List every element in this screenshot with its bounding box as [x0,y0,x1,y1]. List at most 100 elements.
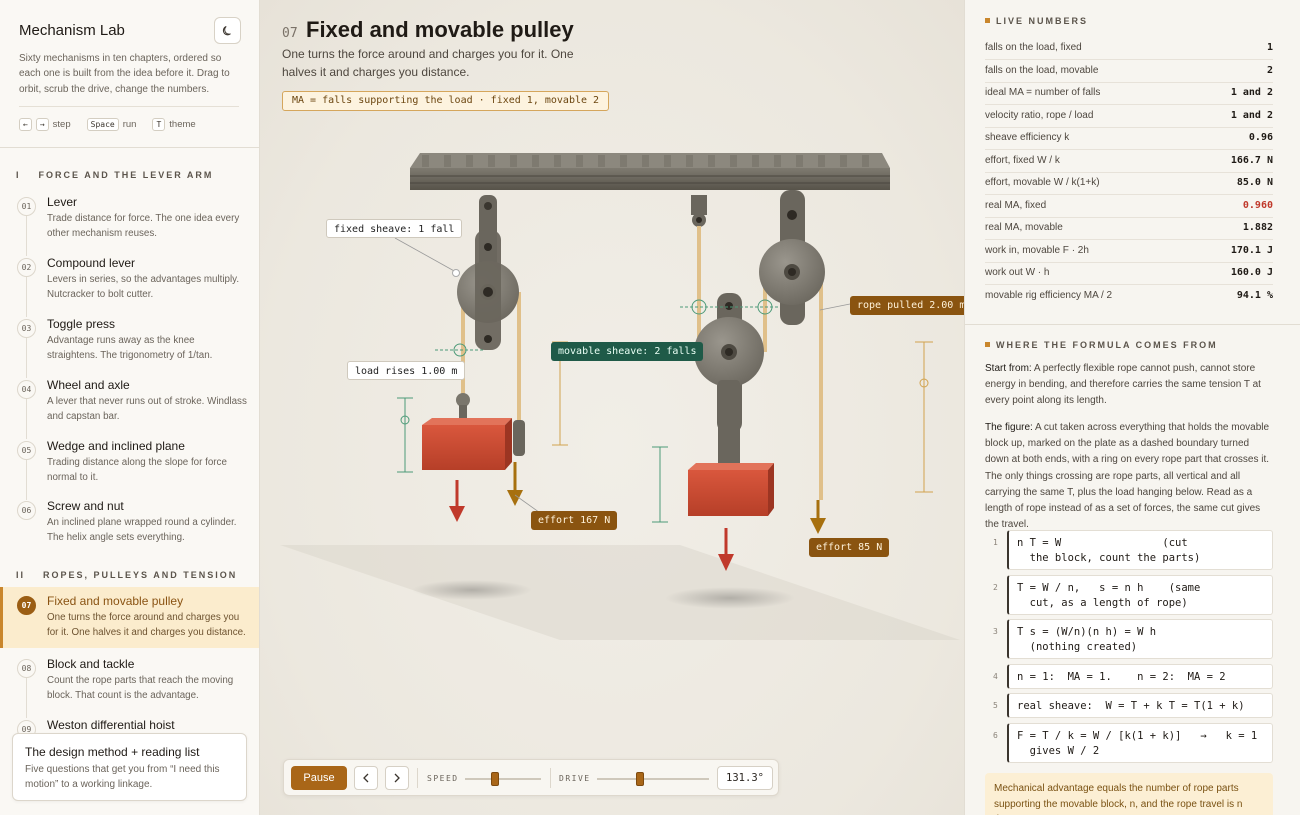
item-title: Block and tackle [47,657,135,671]
pause-button[interactable]: Pause [291,766,347,790]
formula-chip: MA = falls supporting the load · fixed 1… [282,91,610,111]
item-title: Screw and nut [47,499,124,513]
prev-button[interactable] [354,766,378,790]
item-desc: Count the rope parts that reach the movi… [47,675,234,701]
live-row: effort, movable W / k(1+k)85.0 N [985,172,1273,195]
rope-pulled-label: rope pulled 2.00 m [850,296,964,315]
chevron-left-icon [363,773,369,783]
item-desc: Trading distance along the slope for for… [47,457,227,483]
formula-heading: WHERE THE FORMULA COMES FROM [985,340,1218,350]
live-numbers-heading: LIVE NUMBERS [985,16,1088,26]
speed-label: SPEED [427,774,459,783]
page-title: Fixed and movable pulley [306,17,574,42]
load-shadow [412,580,532,600]
movable-pulley-rig [514,190,933,571]
mechanism-number: 07 [282,26,298,41]
theme-hint-label: theme [169,119,196,130]
item-number: 05 [17,441,36,460]
item-title: Weston differential hoist [47,718,175,732]
item-desc: Advantage runs away as the knee straight… [47,335,213,361]
item-number: 01 [17,197,36,216]
app-title: Mechanism Lab [19,22,125,39]
divider [19,106,239,107]
drive-slider-handle[interactable] [636,772,644,786]
item-title: Wedge and inclined plane [47,439,185,453]
item-desc: Levers in series, so the advantages mult… [47,274,240,300]
chapter-title: ROPES, PULLEYS AND TENSION [43,570,238,580]
item-desc: An inclined plane wrapped round a cylind… [47,517,237,543]
space-key: Space [86,118,119,131]
right-arrow-key: → [35,118,49,131]
effort-movable-label: effort 85 N [809,538,890,557]
chevron-right-icon [394,773,400,783]
item-number: 07 [17,596,36,615]
reading-list-card[interactable]: The design method + reading list Five qu… [12,733,247,801]
item-title: Wheel and axle [47,378,130,392]
chapter-title: FORCE AND THE LEVER ARM [38,170,214,180]
pulley-scene[interactable] [260,0,964,815]
playback-controls: Pause SPEED DRIVE 131.3° [283,759,779,796]
step-hint-label: step [52,119,71,130]
t-key: T [152,118,166,131]
item-desc: Trade distance for force. The one idea e… [47,213,240,239]
item-number: 03 [17,319,36,338]
speed-slider[interactable] [465,772,541,786]
reading-title: The design method + reading list [25,745,200,759]
drive-slider[interactable] [597,772,709,786]
item-desc: A lever that never runs out of stroke. W… [47,396,247,422]
ceiling-beam [410,153,890,190]
item-number: 06 [17,501,36,520]
page-subtitle: One turns the force around and charges y… [282,47,574,79]
chapter-heading: II ROPES, PULLEYS AND TENSION [16,570,237,580]
chapter-roman: II [16,570,26,580]
effort-fixed-label: effort 167 N [531,511,618,530]
keyboard-hints: ← → step Space run T theme [19,118,196,131]
divider [965,324,1300,325]
sidebar: Mechanism Lab Sixty mechanisms in ten ch… [0,0,260,815]
speed-slider-handle[interactable] [491,772,499,786]
fixed-pulley-rig [394,195,525,522]
chapter-heading: I FORCE AND THE LEVER ARM [16,170,213,180]
item-desc: One turns the force around and charges y… [47,612,246,638]
reading-desc: Five questions that get you from “I need… [25,764,220,790]
load-shadow [665,587,795,609]
drive-label: DRIVE [559,774,591,783]
item-title: Fixed and movable pulley [47,594,184,608]
item-title: Compound lever [47,256,136,270]
fixed-sheave-label: fixed sheave: 1 fall [326,219,463,238]
item-number: 08 [17,659,36,678]
item-number: 04 [17,380,36,399]
drive-angle-readout: 131.3° [717,766,773,790]
next-button[interactable] [385,766,409,790]
item-title: Toggle press [47,317,116,331]
main-stage: 07 Fixed and movable pulley One turns th… [260,0,964,815]
summary-note: Mechanical advantage equals the number o… [985,773,1273,815]
sidebar-item-pulley[interactable]: 07 Fixed and movable pulley One turns th… [0,587,259,648]
divider [0,147,259,148]
movable-load-block [688,470,768,516]
moon-icon [222,25,231,35]
figure-paragraph: The figure: A cut taken across everythin… [985,422,1270,531]
chapter-roman: I [16,170,21,180]
item-title: Lever [47,195,78,209]
fixed-load-block [422,425,505,470]
start-paragraph: Start from: A perfectly flexible rope ca… [985,363,1261,407]
theme-toggle-button[interactable] [214,17,241,44]
load-rises-label: load rises 1.00 m [347,361,466,380]
run-hint-label: run [122,119,137,130]
movable-sheave-label: movable sheave: 2 falls [551,342,704,361]
floor-shadow [280,545,960,640]
intro-text: Sixty mechanisms in ten chapters, ordere… [19,53,230,95]
item-number: 02 [17,258,36,277]
